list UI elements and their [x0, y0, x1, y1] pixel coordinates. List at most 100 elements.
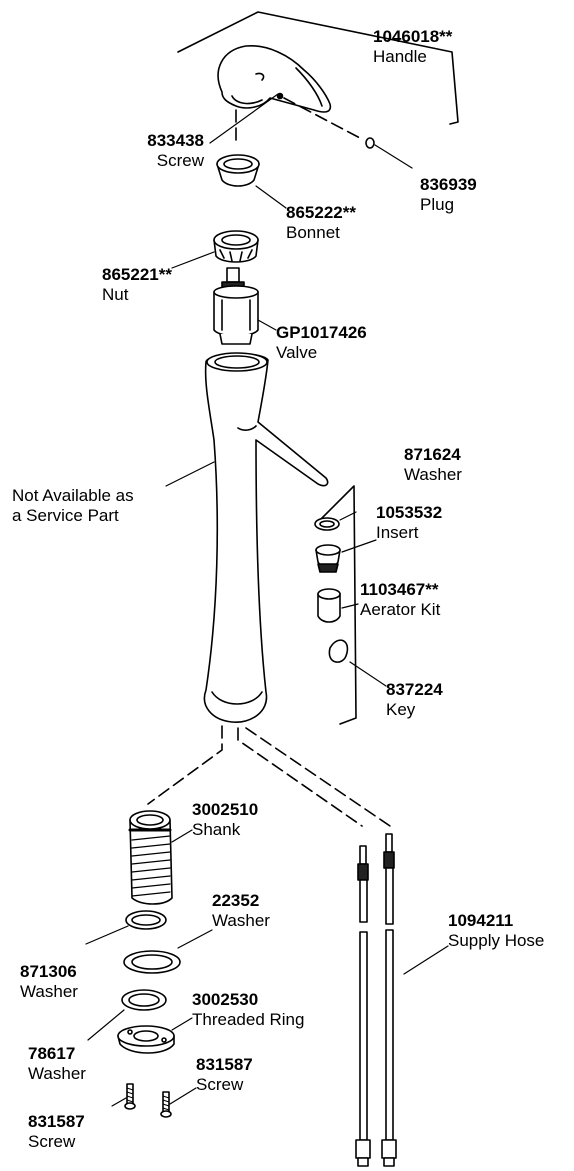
leader-shank [171, 829, 193, 843]
label-bonnet: 865222** Bonnet [286, 203, 356, 243]
leader-plug [374, 144, 413, 169]
label-plug: 836939 Plug [420, 175, 477, 215]
leader-valve [257, 319, 277, 331]
part-name: Insert [376, 523, 419, 542]
label-supply-hose: 1094211 Supply Hose [448, 911, 544, 951]
leader-threaded-ring [171, 1017, 193, 1031]
axis-hose-right [245, 727, 391, 827]
part-name: Plug [420, 195, 455, 214]
part-name: Screw [156, 151, 204, 170]
part-number: 78617 [28, 1044, 76, 1063]
part-number: GP1017426 [276, 323, 367, 342]
part-name: Threaded Ring [192, 1010, 305, 1029]
leader-insert [341, 539, 377, 553]
shank-drawing [128, 810, 173, 905]
part-name: Washer [28, 1064, 86, 1083]
handle-panel-outline [177, 11, 459, 125]
label-screw-right: 831587 Screw [196, 1055, 253, 1095]
part-name: Bonnet [286, 223, 340, 242]
leader-nut [171, 251, 215, 269]
part-number: 22352 [212, 891, 260, 910]
label-aerator-kit: 1103467** Aerator Kit [360, 580, 440, 620]
leader-washer-871306 [85, 925, 129, 945]
part-number: 1094211 [448, 911, 514, 930]
label-not-available: Not Available as a Service Part [12, 486, 134, 526]
key-drawing [328, 639, 349, 663]
leader-aerator [341, 603, 359, 609]
part-number: 831587 [196, 1055, 253, 1074]
note-line-1: Not Available as [12, 486, 134, 505]
faucet-body-drawing [203, 352, 329, 723]
part-number: 833438 [147, 131, 204, 150]
washer-78617-drawing [121, 989, 167, 1011]
part-number: 871306 [20, 962, 77, 981]
leader-screw-right [169, 1087, 197, 1105]
aerator-panel-outline [319, 485, 357, 725]
part-name: Valve [276, 343, 318, 362]
label-screw-left: 831587 Screw [28, 1112, 85, 1152]
nut-drawing [213, 230, 259, 263]
part-name: Screw [196, 1075, 244, 1094]
note-line-2: a Service Part [12, 506, 119, 525]
part-name: Supply Hose [448, 931, 545, 950]
screw-left-drawing [124, 1083, 136, 1110]
part-number: 871624 [404, 445, 461, 464]
part-number: 865221** [102, 265, 172, 284]
part-name: Washer [212, 911, 270, 930]
label-washer-78617: 78617 Washer [28, 1044, 86, 1084]
handle-drawing [217, 45, 332, 113]
part-name: Aerator Kit [360, 600, 441, 619]
part-number: 3002530 [192, 990, 259, 1009]
leader-bonnet [255, 185, 287, 209]
leader-screw-left [111, 1097, 127, 1107]
washer-871624-drawing [314, 517, 340, 531]
screw-right-drawing [160, 1091, 172, 1118]
aerator-kit-drawing [317, 588, 341, 623]
part-number: 1046018** [373, 27, 453, 46]
part-name: Screw [28, 1132, 76, 1151]
supply-hose-right-drawing [381, 833, 397, 1167]
plug-drawing [365, 137, 375, 149]
label-washer-22352: 22352 Washer [212, 891, 270, 931]
threaded-ring-drawing [117, 1025, 175, 1054]
part-name: Washer [20, 982, 78, 1001]
part-number: 3002510 [192, 800, 259, 819]
part-number: 837224 [386, 680, 443, 699]
part-number: 831587 [28, 1112, 85, 1131]
leader-washer-871624 [339, 511, 357, 521]
washer-871306-drawing [125, 910, 167, 930]
part-name: Washer [404, 465, 462, 484]
part-number: 836939 [420, 175, 477, 194]
label-washer-871306: 871306 Washer [20, 962, 78, 1002]
washer-22352-drawing [123, 950, 181, 974]
leader-screw-top [209, 93, 279, 144]
bonnet-drawing [216, 154, 260, 187]
part-name: Handle [373, 47, 427, 66]
part-number: 1103467** [360, 580, 439, 599]
supply-hose-left-drawing [355, 845, 371, 1167]
label-valve: GP1017426 Valve [276, 323, 367, 363]
leader-not-available [165, 461, 215, 487]
label-threaded-ring: 3002530 Threaded Ring [192, 990, 304, 1030]
label-key: 837224 Key [386, 680, 443, 720]
axis-plug [283, 97, 361, 139]
axis-shank [147, 725, 223, 805]
label-washer-871624: 871624 Washer [404, 445, 462, 485]
label-screw-top: 833438 Screw [132, 131, 204, 171]
label-insert: 1053532 Insert [376, 503, 442, 543]
leader-washer-78617 [87, 1009, 125, 1041]
leader-key [349, 661, 387, 687]
label-nut: 865221** Nut [102, 265, 172, 305]
leader-washer-22352 [177, 929, 213, 949]
part-name: Shank [192, 820, 241, 839]
part-number: 865222** [286, 203, 356, 222]
label-shank: 3002510 Shank [192, 800, 258, 840]
insert-drawing [315, 544, 341, 573]
leader-supply-hose [403, 945, 449, 975]
axis-hose-left [237, 727, 363, 827]
part-name: Key [386, 700, 416, 719]
valve-drawing [213, 267, 259, 345]
part-number: 1053532 [376, 503, 443, 522]
part-name: Nut [102, 285, 129, 304]
